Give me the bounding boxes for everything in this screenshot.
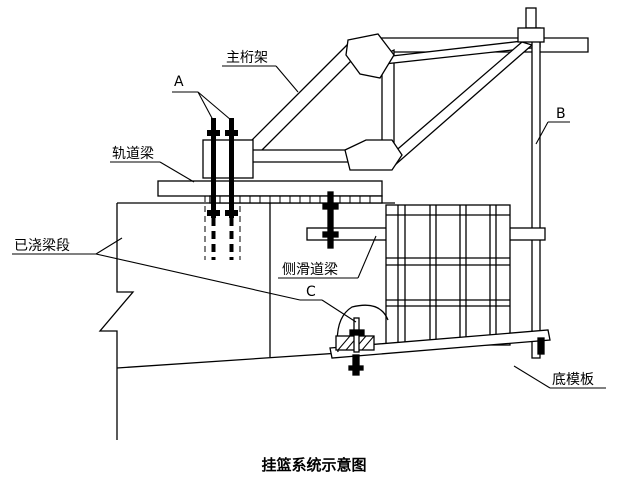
track-beam	[157, 180, 383, 204]
outer-formwork	[385, 204, 511, 346]
label-c: C	[306, 284, 316, 300]
bottom-formwork	[329, 329, 551, 376]
rear-anchor-c	[335, 304, 389, 353]
label-bottom-formwork: 底模板	[552, 372, 594, 388]
label-main-truss: 主桁架	[226, 50, 268, 66]
suspension-column-b	[517, 7, 545, 359]
label-track-beam: 轨道梁	[112, 146, 154, 162]
label-a: A	[174, 74, 184, 90]
label-side-slide-beam: 侧滑道梁	[282, 261, 338, 278]
diagram-caption: 挂篮系统示意图	[261, 456, 366, 474]
label-b: B	[556, 106, 566, 122]
label-cast-segment: 已浇梁段	[14, 238, 70, 254]
anchor-rods-a	[204, 118, 241, 260]
leader-lines	[12, 65, 606, 389]
